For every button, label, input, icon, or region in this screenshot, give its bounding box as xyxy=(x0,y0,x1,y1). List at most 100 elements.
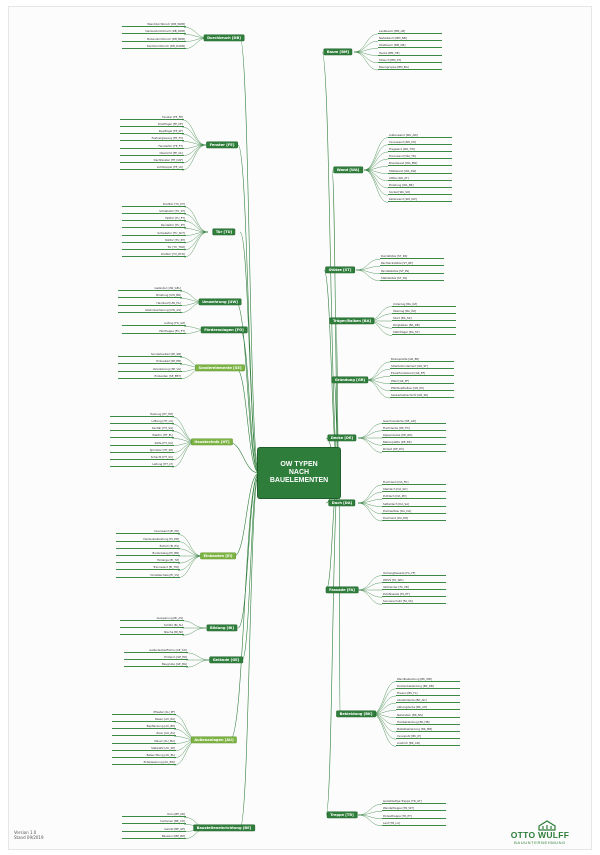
leaf-item: Schacht [HT_SC] xyxy=(110,456,174,460)
leaf-item: Tor [TU_TOR] xyxy=(122,246,186,250)
leaf-item: Einzelfundament [GR_EF] xyxy=(390,372,454,377)
leaf-item: Beleuchtung [AU_BL] xyxy=(112,754,176,758)
leaf-item: Bepflanzung [AU_BP] xyxy=(112,725,176,730)
central-title-line-3: BAUELEMENTEN xyxy=(269,477,329,484)
leaf-item: Pultdach [DA_PD] xyxy=(382,495,446,500)
leaf-item: Abhangdecke [BK_AH] xyxy=(396,706,460,711)
connector-line xyxy=(363,144,389,171)
branch-gründung: Gründung [GR] xyxy=(331,376,369,384)
leaf-item: Nische [BI_NI] xyxy=(120,631,184,636)
connector-line xyxy=(177,548,203,557)
leaf-item: Ringbalken [BA_RB] xyxy=(392,324,456,329)
leaf-item: Sturz [BA_SZ] xyxy=(392,317,456,321)
leaf-item: Stützwand [WA_SW] xyxy=(388,169,452,174)
diagram-sheet xyxy=(8,6,592,850)
leaf-item: Lichtkuppel [FE_LK] xyxy=(120,166,184,171)
central-topic: OW TYPEN NACH BAUELEMENTEN xyxy=(258,448,340,498)
version-info: Version 1.0 Stand 09/2019 xyxy=(14,830,44,840)
connector-line xyxy=(237,144,260,474)
leaf-item: Tragwand [WA_TW] xyxy=(388,148,452,152)
leaf-item: Sockel [WA_SO] xyxy=(388,191,452,196)
leaf-item: Schiebetor [TU_SCT] xyxy=(122,231,186,236)
connector-line xyxy=(181,627,207,636)
leaf-item: Vorsatzschale [EI_VS] xyxy=(116,573,180,578)
connector-line xyxy=(353,41,379,53)
connector-line xyxy=(357,437,383,453)
connector-line xyxy=(357,589,383,598)
leaf-item: Fenstertür [FE_FT] xyxy=(120,144,184,149)
connector-line xyxy=(365,369,391,381)
leaf-item: Innenputz [BK_IP] xyxy=(396,735,460,740)
leaf-item: Fahrtreppe [FO_FT] xyxy=(122,329,186,334)
connector-line xyxy=(371,713,397,747)
leaf-item: Container [BE_CO] xyxy=(122,820,186,825)
leaf-item: Brüstung [WA_BR] xyxy=(388,184,452,188)
leaf-item: Bodenbelag [EI_BB] xyxy=(116,552,180,556)
branch-tür: Tür [TU] xyxy=(212,228,236,236)
leaf-item: Anstrich [BK_AN] xyxy=(396,742,460,747)
leaf-item: Türzarge [EI_TZ] xyxy=(116,559,180,564)
leaf-item: Estrich [EI_ES] xyxy=(116,544,180,549)
leaf-item: Außenwand [WA_AW] xyxy=(388,133,452,138)
connector-line xyxy=(363,137,389,171)
connector-line xyxy=(371,688,397,715)
connector-line xyxy=(363,169,389,196)
leaf-item: Brandwand [WA_BW] xyxy=(388,162,452,167)
leaf-item: Flachdecke [DE_FD] xyxy=(382,426,446,431)
connector-line xyxy=(353,51,379,71)
version-date: Stand 09/2019 xyxy=(14,835,44,840)
connector-line xyxy=(363,151,389,171)
leaf-item: Sonderbauteil [SE_SB] xyxy=(118,353,182,358)
leaf-item: Baumgruppe [BM_BG] xyxy=(378,66,442,70)
connector-line xyxy=(357,575,383,591)
leaf-item: Hecke [BM_HE] xyxy=(378,51,442,56)
connector-line xyxy=(185,659,211,668)
branch-baustelleneinrichtung: Baustelleneinrichtung [BE] xyxy=(193,824,255,832)
leaf-item: Deckendurchbruch [DB_DDB] xyxy=(122,30,186,35)
connector-line xyxy=(355,259,381,271)
leaf-item: Absturzsicherung [UW_AS] xyxy=(118,308,182,313)
leaf-item: Rippendecke [DE_RD] xyxy=(382,434,446,438)
leaf-item: Attika [WA_AT] xyxy=(388,176,452,181)
connector-line xyxy=(177,555,203,571)
connector-line xyxy=(371,695,397,715)
house-logo-icon xyxy=(538,820,556,831)
leaf-item: Einbauten [SE_EBT] xyxy=(118,374,182,379)
connector-line xyxy=(239,231,260,474)
leaf-item: Sanitär [HT_SA] xyxy=(110,427,174,432)
leaf-item: Kellerwand [WA_KW] xyxy=(388,198,452,203)
leaf-item: Dachfenster [FE_DAF] xyxy=(120,159,184,163)
version-line: Version 1.0 xyxy=(14,830,37,835)
leaf-item: Dachaufbau [DA_DA] xyxy=(382,509,446,514)
leaf-item: Drehtor [TU_DTO] xyxy=(122,253,186,258)
connector-line xyxy=(241,472,260,661)
central-title-line-2: NACH xyxy=(288,469,310,476)
connector-line xyxy=(357,492,383,504)
leaf-item: Unterzug [BA_UZ] xyxy=(392,302,456,307)
leaf-item: Pendelstütze [ST_PS] xyxy=(380,269,444,274)
leaf-item: Streifenfundament [GR_SF] xyxy=(390,365,454,370)
connector-line xyxy=(239,37,260,474)
leaf-item: Überzug [BA_ÜZ] xyxy=(392,309,456,314)
leaf-item: Innenwand [EI_IW] xyxy=(116,530,180,535)
connector-line xyxy=(237,472,260,629)
leaf-item: Sprinkler [HT_SP] xyxy=(110,448,174,453)
leaf-item: Wandbekleidung [BK_WB] xyxy=(396,677,460,682)
leaf-item: Aufzug [FO_AZ] xyxy=(122,322,186,327)
connector-line xyxy=(177,534,203,557)
leaf-item: Rolltor [TU_RT] xyxy=(122,238,186,243)
leaf-item: Verankerung [SE_VA] xyxy=(118,367,182,372)
company-logo: OTTO WULFF BAUUNTERNEHMUNG xyxy=(498,820,582,846)
leaf-item: Naturstein [BK_NS] xyxy=(396,713,460,718)
connector-line xyxy=(239,472,260,829)
connector-line xyxy=(183,213,209,233)
branch-außenanlagen: Außenanlagen [AU] xyxy=(191,736,237,744)
connector-line xyxy=(357,804,383,816)
leaf-item: Trennwand [EI_TW] xyxy=(116,566,180,571)
connector-line xyxy=(355,269,381,281)
leaf-item: WDVS [FA_WD] xyxy=(382,578,446,583)
leaf-item: Handlauf [UW_HL] xyxy=(118,301,182,306)
company-name: OTTO WULFF xyxy=(510,830,570,840)
leaf-item: Strauch [BM_ST] xyxy=(378,58,442,63)
leaf-item: Geradläufige Treppe [TR_GT] xyxy=(382,800,446,805)
